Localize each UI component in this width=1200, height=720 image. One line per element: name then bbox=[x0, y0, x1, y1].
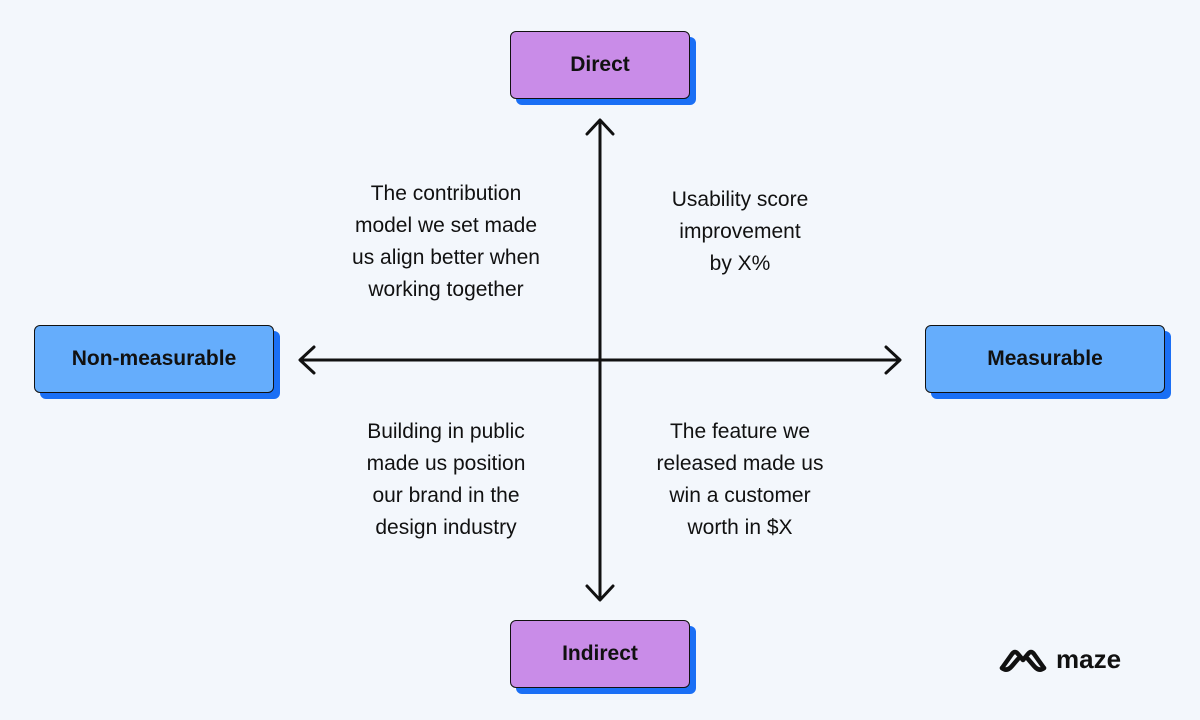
arrow-up-icon bbox=[585, 118, 615, 136]
arrow-right-icon bbox=[884, 345, 902, 375]
axis-label-direct: Direct bbox=[510, 31, 690, 99]
quadrant-bottom-left-text: Building in public made us position our … bbox=[366, 420, 526, 539]
brand-logo: maze bbox=[998, 644, 1121, 675]
axis-label-measurable: Measurable bbox=[925, 325, 1165, 393]
arrow-down-icon bbox=[585, 584, 615, 602]
arrow-left-icon bbox=[298, 345, 316, 375]
quadrant-bottom-right-text: The feature we released made us win a cu… bbox=[656, 420, 824, 539]
maze-logo-icon bbox=[999, 649, 1047, 672]
axis-label-non-measurable: Non-measurable bbox=[34, 325, 274, 393]
quadrant-top-left-text: The contribution model we set made us al… bbox=[352, 182, 540, 301]
brand-name: maze bbox=[1056, 644, 1122, 674]
axis-label-indirect: Indirect bbox=[510, 620, 690, 688]
quadrant-top-right-text: Usability score improvement by X% bbox=[671, 188, 809, 275]
